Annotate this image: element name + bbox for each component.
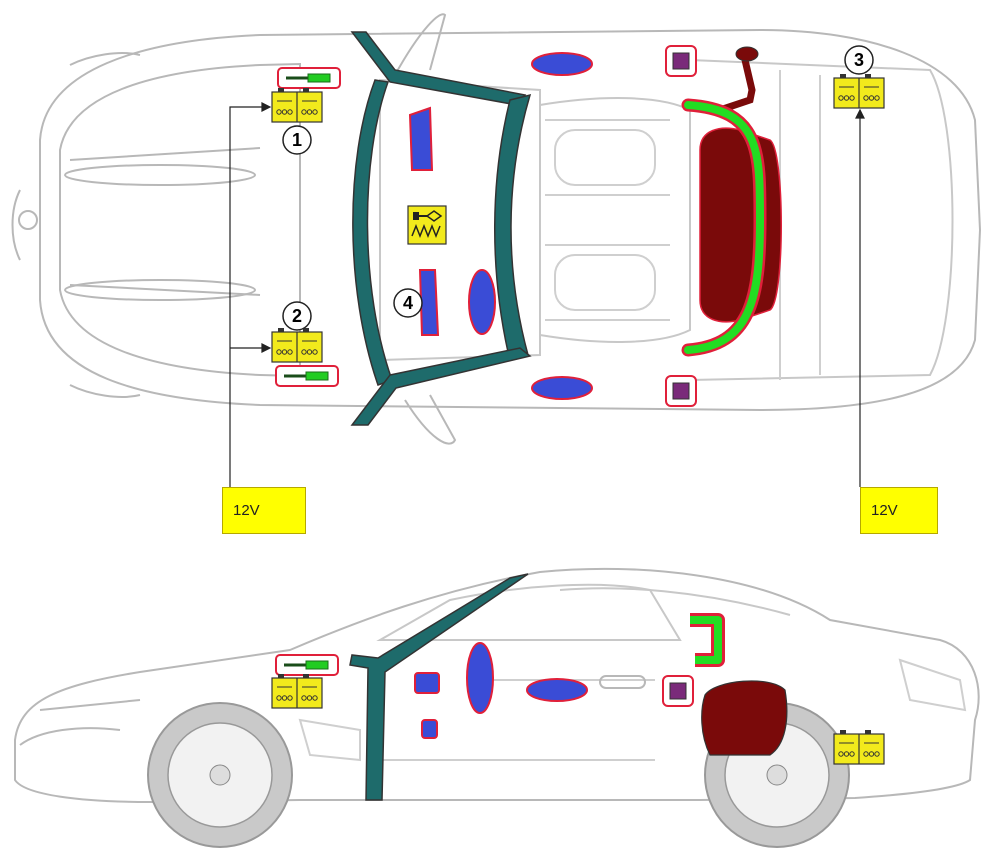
voltage-text-rear: 12V [871, 502, 898, 519]
voltage-label-front: 12V [222, 487, 306, 534]
voltage-label-rear: 12V [860, 487, 938, 534]
callout-2-text: 2 [292, 306, 302, 326]
a-pillar-side [349, 573, 529, 801]
voltage-text-front: 12V [233, 502, 260, 519]
control-unit-icon-top-left [665, 45, 697, 77]
car-side-view [14, 567, 980, 804]
disconnect-icon-side [274, 653, 340, 677]
leader-lines [229, 102, 865, 487]
callout-1-text: 1 [292, 130, 302, 150]
callout-2: 2 [282, 301, 312, 331]
dash-airbag-top [408, 106, 434, 171]
battery-icon-2 [271, 327, 323, 363]
door-airbag-side [526, 678, 588, 702]
callout-4-text: 4 [403, 293, 413, 313]
side-airbag-top-left [531, 52, 593, 76]
steering-airbag-side [466, 642, 494, 714]
rollover-bar-top [681, 98, 767, 357]
dash-airbag-lower [418, 269, 440, 336]
airbags-side [414, 642, 588, 739]
gas-generator-icon [407, 205, 447, 245]
disconnect-icon-2 [274, 364, 340, 388]
callout-3-text: 3 [854, 50, 864, 70]
a-pillar-top [350, 31, 532, 426]
battery-icon-side-front [271, 673, 323, 709]
fuel-tank-top [699, 46, 782, 323]
fuel-tank-side [701, 680, 788, 756]
steering-airbag-top [468, 269, 496, 335]
knee-airbag-lower [421, 719, 438, 739]
control-unit-icon-top-right [665, 375, 697, 407]
callout-1: 1 [282, 125, 312, 155]
battery-icon-1 [271, 87, 323, 123]
airbags-top [408, 52, 593, 400]
battery-icon-3 [833, 73, 885, 109]
callout-3: 3 [844, 45, 874, 75]
rollover-bar-side [690, 613, 725, 667]
control-unit-icon-side [662, 675, 694, 707]
battery-icon-side-rear [833, 729, 885, 765]
callout-4: 4 [393, 288, 423, 318]
knee-airbag-upper [414, 672, 440, 694]
front-wheel [147, 702, 293, 848]
disconnect-icon-1 [276, 66, 342, 90]
side-airbag-top-right [531, 376, 593, 400]
